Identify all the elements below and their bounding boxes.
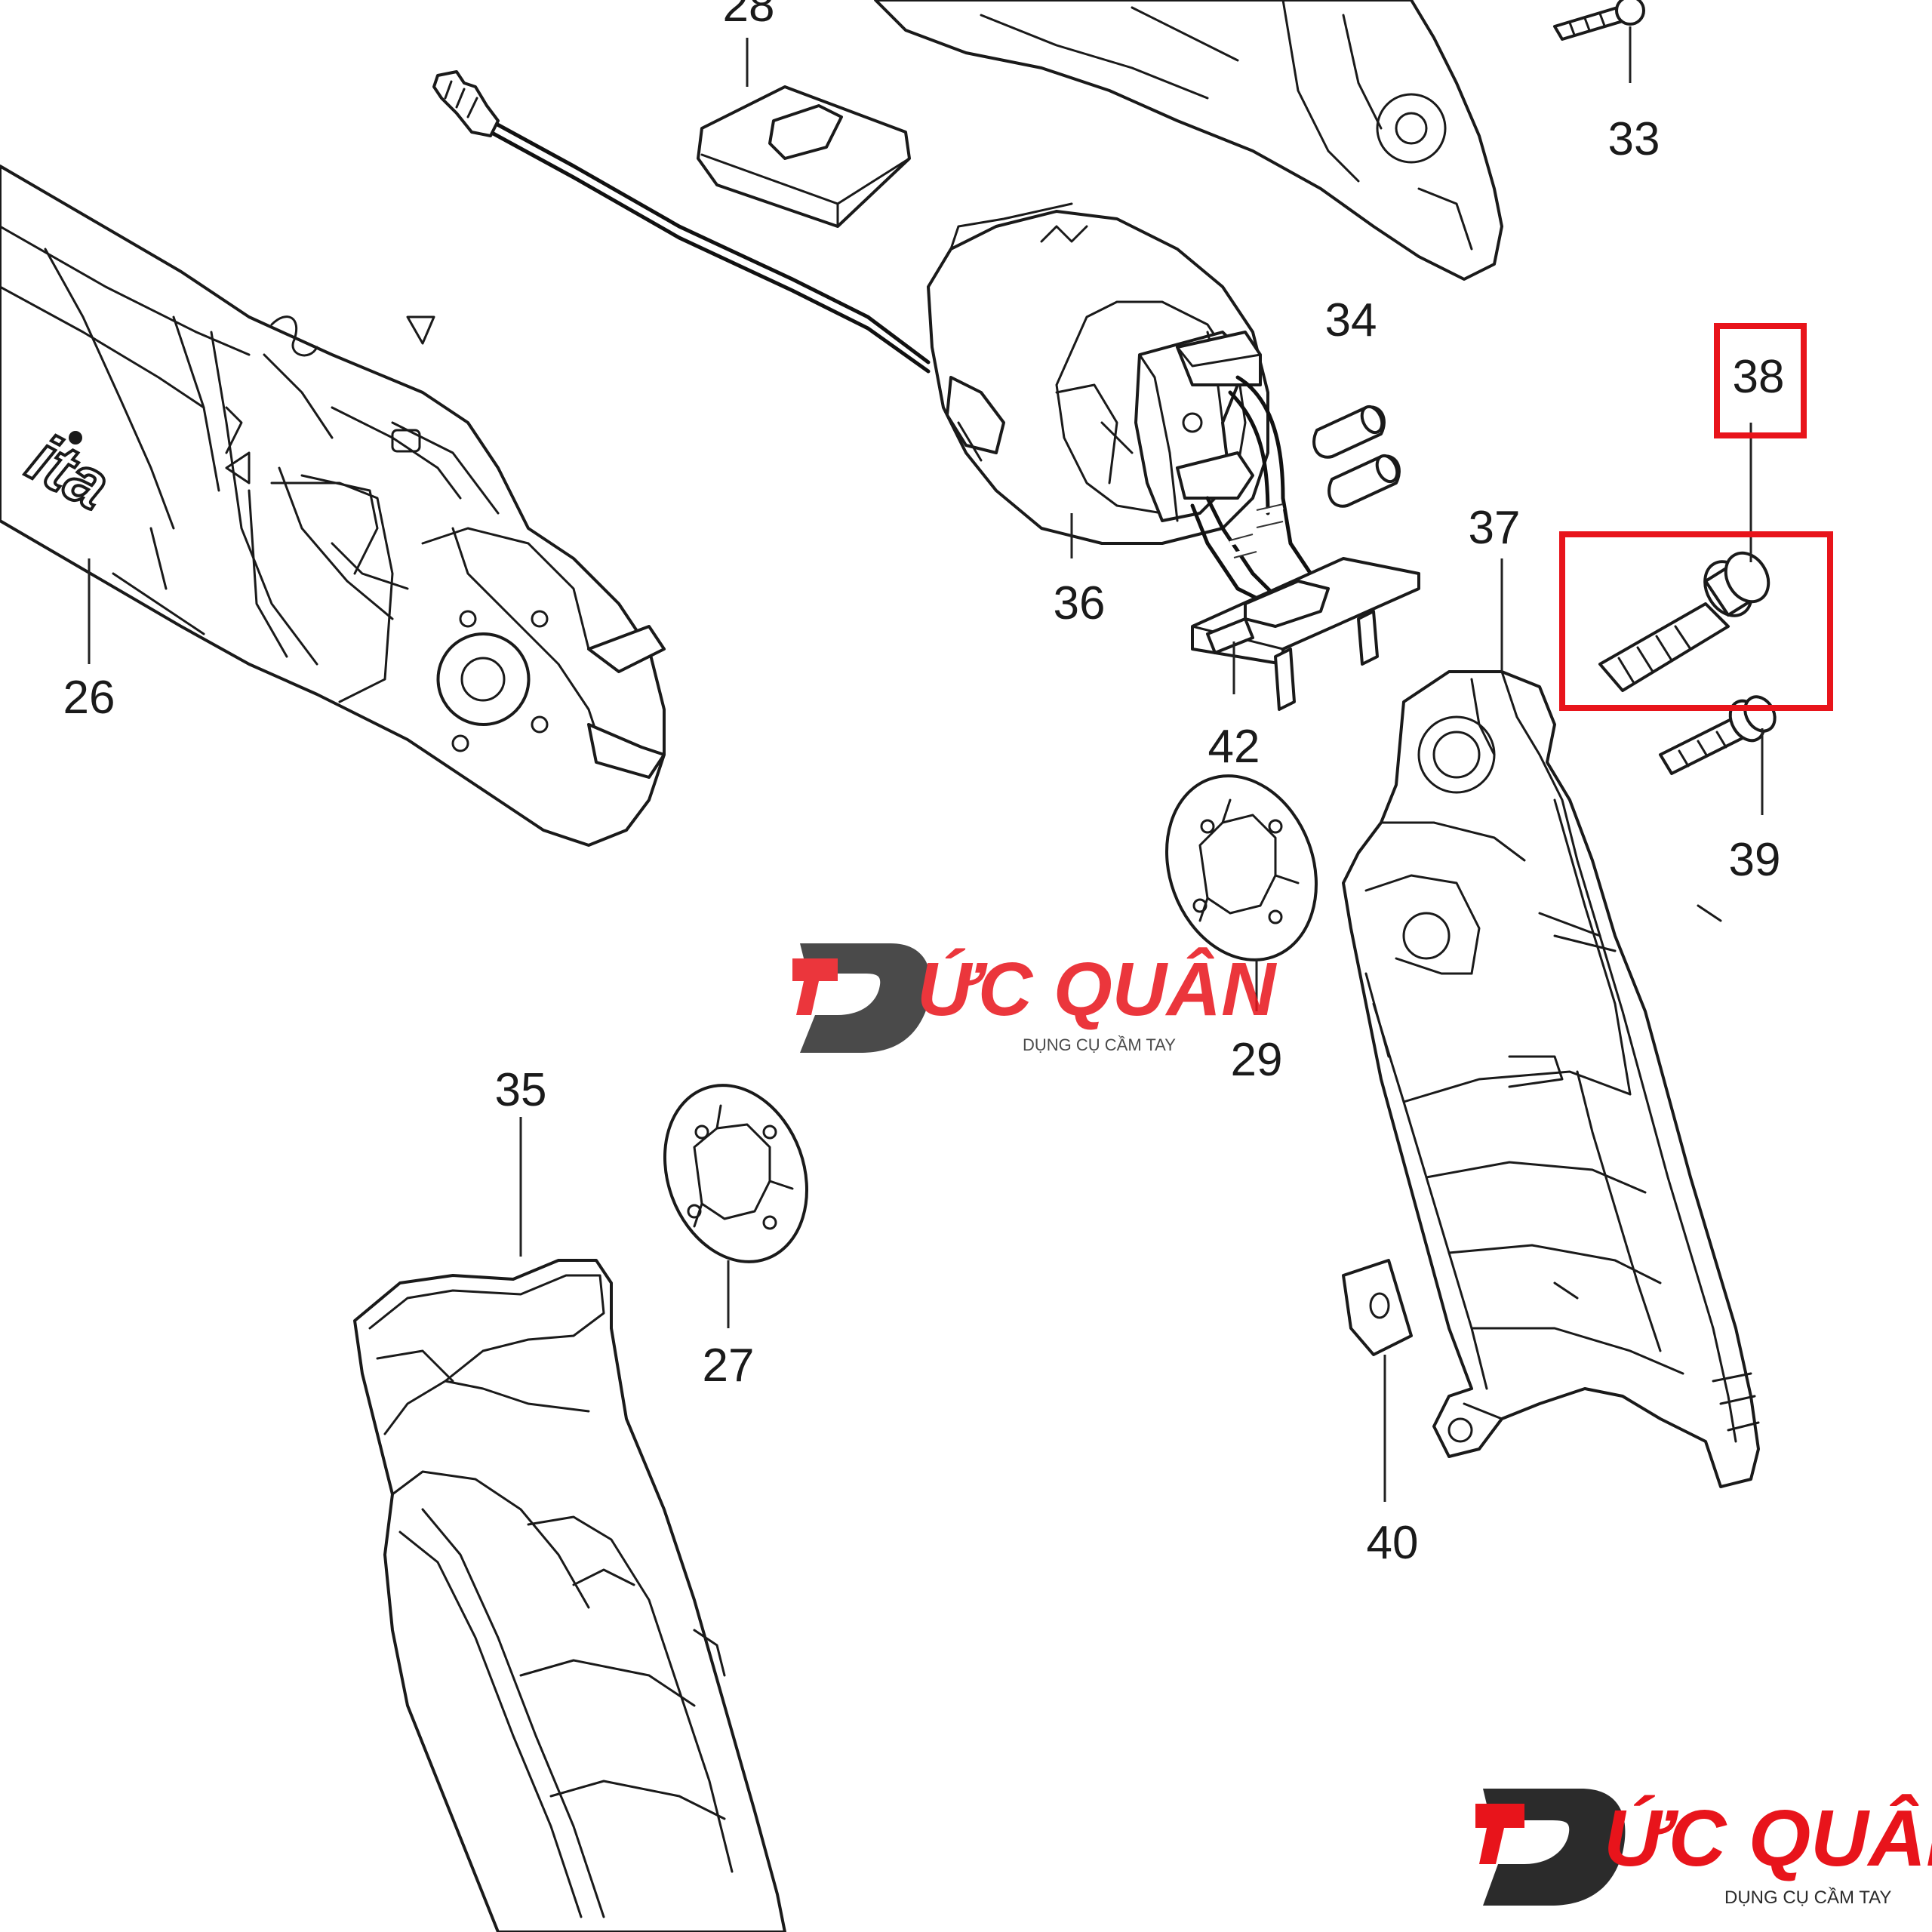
- label-26: 26: [63, 672, 115, 724]
- part-37-grip-half: [1342, 670, 1760, 1488]
- logo-brand-text: ỨC QUÂN: [1604, 1793, 1932, 1883]
- part-35-grip-half: [353, 1259, 786, 1932]
- label-28: 28: [723, 0, 775, 32]
- label-33: 33: [1608, 113, 1660, 165]
- part-36-switch-unit: [927, 202, 1269, 545]
- logo-drill-icon: [1475, 1804, 1524, 1864]
- label-36: 36: [1054, 577, 1106, 629]
- highlight-box-label: [1714, 323, 1807, 438]
- part-28-top-housing: [874, 0, 1503, 281]
- part-labels: 28 33 34 38 37 36 26 42 39 29 35 27 40: [63, 0, 1785, 1569]
- label-38: 38: [1733, 351, 1785, 403]
- label-27: 27: [703, 1340, 755, 1392]
- part-26-main-housing: ita: [0, 165, 666, 847]
- label-39: 39: [1729, 834, 1781, 886]
- part-42-terminal: [1191, 557, 1420, 711]
- highlight-box-part: [1559, 531, 1833, 711]
- part-29-plate: [1165, 774, 1318, 961]
- label-29: 29: [1231, 1034, 1283, 1086]
- drill-icon: [792, 958, 838, 1015]
- label-40: 40: [1367, 1517, 1419, 1569]
- label-37: 37: [1469, 502, 1521, 554]
- part-34-pins: [1312, 405, 1401, 508]
- part-38-screw: [1598, 551, 1770, 692]
- brand-logo: ỨC QUÂN DỤNG CỤ CẦM TAY: [1475, 1789, 1932, 1908]
- part-40-nut: [1342, 1259, 1413, 1356]
- watermark-center: ỨC QUÂN DỤNG CỤ CẦM TAY: [792, 943, 1277, 1054]
- highlight-part-38: [1559, 323, 1833, 711]
- part-28-switch-button: [697, 85, 911, 228]
- part-27-plate: [663, 1084, 809, 1263]
- label-34: 34: [1325, 294, 1377, 346]
- label-35: 35: [495, 1064, 547, 1116]
- watermark-tagline: DỤNG CỤ CẦM TAY: [1023, 1035, 1176, 1054]
- logo-tagline: DỤNG CỤ CẦM TAY: [1724, 1887, 1891, 1908]
- switch-wires: [1190, 375, 1323, 606]
- label-42: 42: [1208, 721, 1260, 773]
- connector-cable: [432, 70, 931, 374]
- part-33-screw: [1553, 0, 1645, 41]
- leader-lines: [88, 26, 1764, 1502]
- watermark-brand-text: ỨC QUÂN: [917, 946, 1277, 1032]
